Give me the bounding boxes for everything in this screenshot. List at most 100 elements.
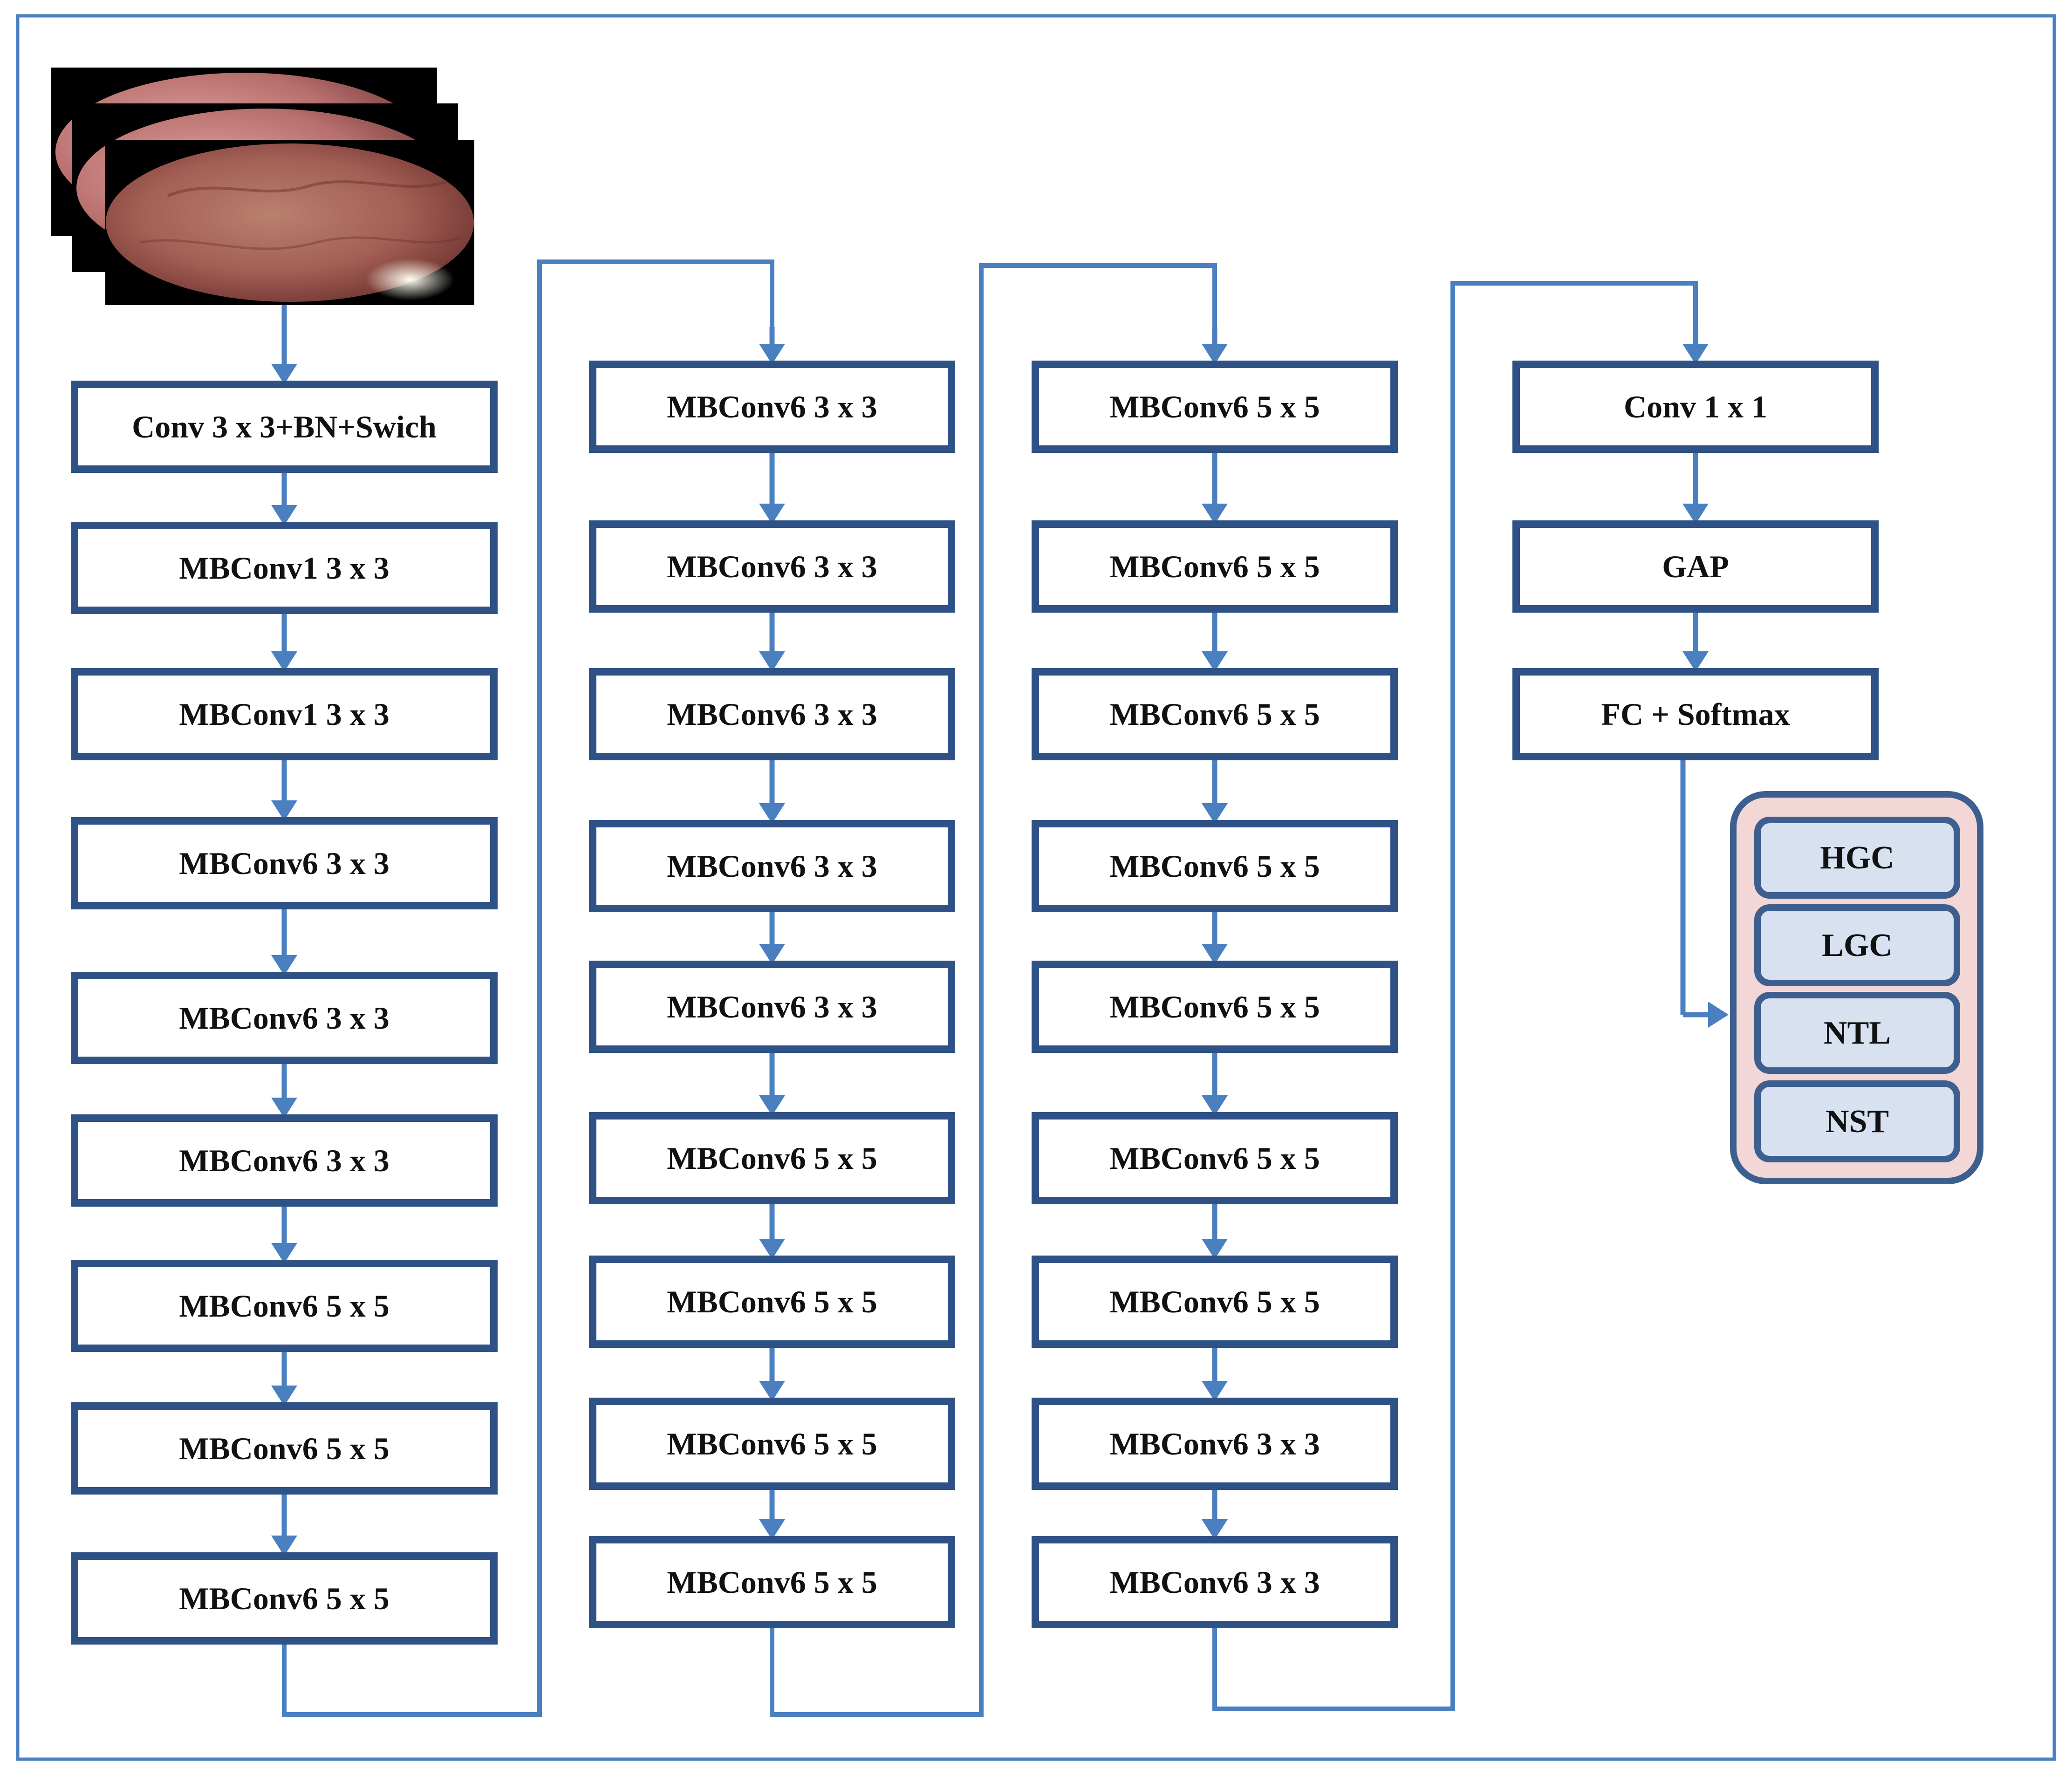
class-box <box>1754 992 1960 1074</box>
output-classes-panel: HGC LGC NTL NST <box>1730 791 1983 1184</box>
column-3-entry-arrow-head <box>1202 344 1228 364</box>
block-label: Conv 3 x 3+BN+Swich <box>132 409 437 444</box>
block-box <box>589 1536 955 1628</box>
block-box <box>71 1260 498 1352</box>
block-label: MBConv6 5 x 5 <box>1109 848 1320 884</box>
column-3-arrow-2-head <box>1202 651 1228 672</box>
column-2-arrow-3-head <box>759 803 785 824</box>
block-box <box>1032 1398 1398 1490</box>
block-label: Conv 1 x 1 <box>1624 389 1767 424</box>
block-label: MBConv1 3 x 3 <box>179 550 389 586</box>
block-box <box>1032 1256 1398 1348</box>
column-4-entry-arrow-head <box>1682 344 1709 364</box>
column-2-to-column-3-connector <box>770 263 1217 1717</box>
block-box <box>1032 668 1398 760</box>
block-label: MBConv6 5 x 5 <box>1109 696 1320 732</box>
column-2-block-4: MBConv6 3 x 3 <box>589 820 955 912</box>
column-3-arrow-8-head <box>1202 1519 1228 1540</box>
column-2-block-6: MBConv6 5 x 5 <box>589 1112 955 1204</box>
column-4-block-2: GAP <box>1512 520 1879 613</box>
column-2-arrow-5-head <box>759 1095 785 1116</box>
class-label: LGC <box>1822 928 1893 963</box>
column-4-block-1: Conv 1 x 1 <box>1512 361 1879 453</box>
column-4-arrow-1-head <box>1682 504 1709 524</box>
column-1-block-4: MBConv6 3 x 3 <box>71 817 498 909</box>
block-box <box>1032 1112 1398 1204</box>
block-label: MBConv6 3 x 3 <box>179 1143 389 1178</box>
column-1-block-3: MBConv1 3 x 3 <box>71 668 498 760</box>
column-3-block-5: MBConv6 5 x 5 <box>1032 961 1398 1053</box>
block-label: MBConv6 3 x 3 <box>667 696 877 732</box>
block-box <box>589 1112 955 1204</box>
column-3-arrow-7-head <box>1202 1381 1228 1401</box>
softmax-to-classes-arrow-head <box>1708 1002 1729 1028</box>
column-3-to-column-4-connector <box>1212 281 1698 1711</box>
column-3-block-7: MBConv6 5 x 5 <box>1032 1256 1398 1348</box>
block-box <box>71 972 498 1064</box>
column-3-block-1: MBConv6 5 x 5 <box>1032 361 1398 453</box>
class-label: HGC <box>1820 840 1894 876</box>
class-box <box>1754 817 1960 899</box>
class-nst: NST <box>1754 1080 1960 1162</box>
column-1-arrow-8-head <box>271 1536 297 1556</box>
column-3-block-8: MBConv6 3 x 3 <box>1032 1398 1398 1490</box>
block-box <box>71 1402 498 1495</box>
class-label: NST <box>1826 1104 1889 1140</box>
column-4-arrow-2-head <box>1682 651 1709 672</box>
column-1-arrow-6-head <box>271 1243 297 1263</box>
column-2-arrow-8-head <box>759 1519 785 1540</box>
column-1-block-1: Conv 3 x 3+BN+Swich <box>71 381 498 473</box>
block-label: MBConv6 5 x 5 <box>1109 989 1320 1024</box>
column-1-arrow-2-head <box>271 651 297 672</box>
block-box <box>71 668 498 760</box>
column-1-arrow-5-head <box>271 1098 297 1118</box>
class-ntl: NTL <box>1754 992 1960 1074</box>
block-box <box>1032 520 1398 613</box>
block-box <box>1512 361 1879 453</box>
column-4-block-3: FC + Softmax <box>1512 668 1879 760</box>
column-3-block-3: MBConv6 5 x 5 <box>1032 668 1398 760</box>
class-box <box>1754 1080 1960 1162</box>
column-1-arrow-3-head <box>271 800 297 821</box>
block-box <box>1032 820 1398 912</box>
block-box <box>589 961 955 1053</box>
block-label: MBConv6 5 x 5 <box>667 1426 877 1461</box>
column-3-block-9: MBConv6 3 x 3 <box>1032 1536 1398 1628</box>
block-label: MBConv6 5 x 5 <box>179 1431 389 1466</box>
block-box <box>71 817 498 909</box>
block-label: MBConv6 5 x 5 <box>1109 1140 1320 1176</box>
block-box <box>589 1398 955 1490</box>
column-1-block-2: MBConv1 3 x 3 <box>71 522 498 614</box>
block-label: MBConv6 3 x 3 <box>667 389 877 424</box>
column-1-arrow-7-head <box>271 1386 297 1406</box>
block-box <box>589 361 955 453</box>
block-box <box>1032 961 1398 1053</box>
block-label: MBConv6 3 x 3 <box>179 846 389 881</box>
block-label: MBConv6 5 x 5 <box>1109 389 1320 424</box>
outer-frame <box>16 14 2056 1761</box>
column-3-block-2: MBConv6 5 x 5 <box>1032 520 1398 613</box>
column-2-block-2: MBConv6 3 x 3 <box>589 520 955 613</box>
column-1-block-5: MBConv6 3 x 3 <box>71 972 498 1064</box>
column-3-arrow-1-head <box>1202 504 1228 524</box>
column-3-arrow-3-head <box>1202 803 1228 824</box>
column-1-to-column-2-connector <box>282 259 774 1717</box>
class-box <box>1754 904 1960 986</box>
column-3-block-6: MBConv6 5 x 5 <box>1032 1112 1398 1204</box>
column-2-block-8: MBConv6 5 x 5 <box>589 1398 955 1490</box>
class-lgc: LGC <box>1754 904 1960 986</box>
block-box <box>71 1114 498 1207</box>
block-box <box>589 820 955 912</box>
block-label: MBConv6 5 x 5 <box>179 1581 389 1616</box>
input-to-stem-arrow-head <box>271 364 297 384</box>
block-label: GAP <box>1662 549 1729 584</box>
column-3-block-4: MBConv6 5 x 5 <box>1032 820 1398 912</box>
column-2-arrow-7-head <box>759 1381 785 1401</box>
block-box <box>71 522 498 614</box>
block-box <box>71 1552 498 1645</box>
column-1-block-8: MBConv6 5 x 5 <box>71 1402 498 1495</box>
column-1-block-6: MBConv6 3 x 3 <box>71 1114 498 1207</box>
block-label: MBConv6 5 x 5 <box>1109 549 1320 584</box>
column-1-arrow-1-head <box>271 505 297 526</box>
